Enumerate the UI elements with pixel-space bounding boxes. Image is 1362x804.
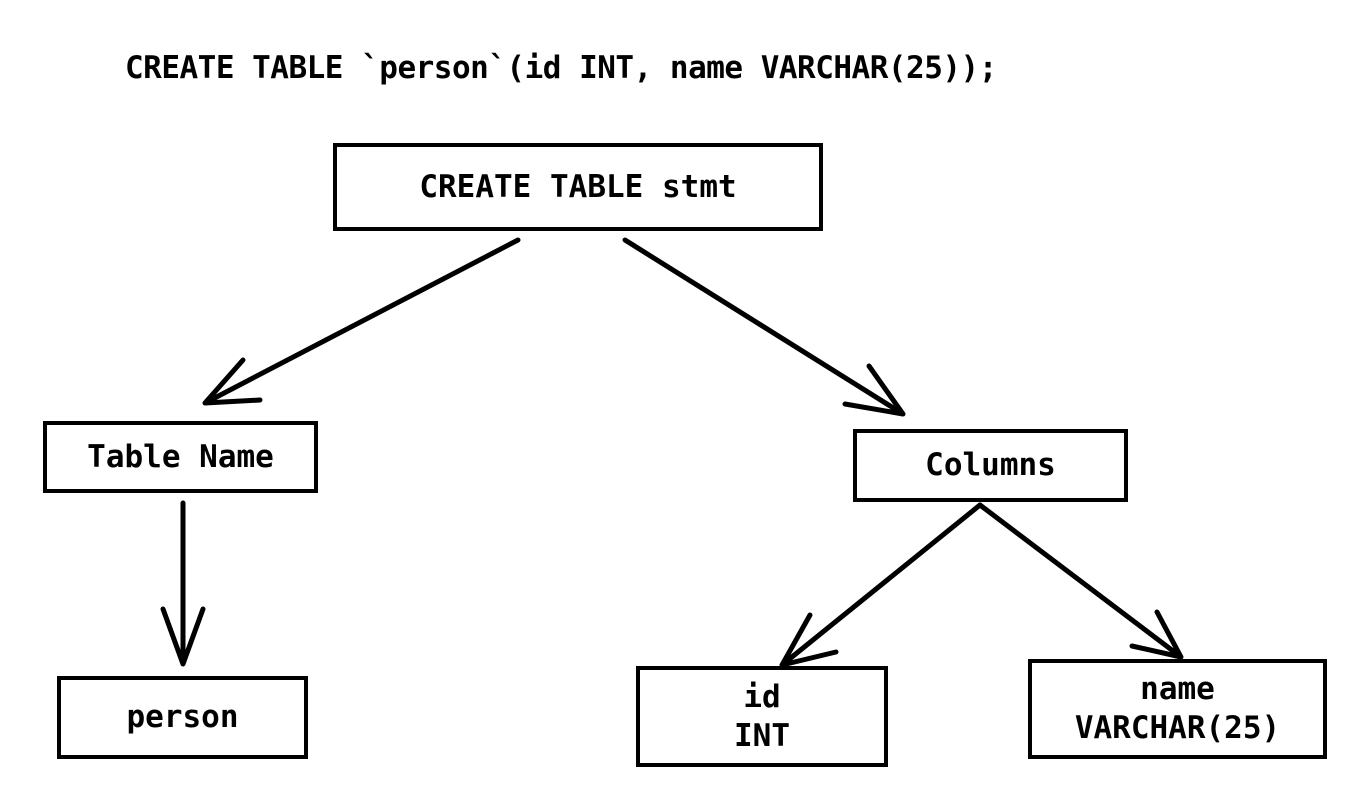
node-id-column-name: id — [743, 678, 781, 715]
sql-statement-text: CREATE TABLE `person`(id INT, name VARCH… — [125, 50, 997, 86]
node-table-name: Table Name — [43, 421, 318, 493]
edge-columns-to-name-arrow — [977, 502, 1184, 660]
edge-table-name-to-person-arrow — [160, 500, 206, 667]
node-create-table-stmt: CREATE TABLE stmt — [333, 143, 823, 231]
node-create-table-stmt-label: CREATE TABLE stmt — [419, 168, 737, 205]
edge-stmt-to-columns-arrow — [622, 237, 906, 417]
edge-columns-to-id-arrow — [779, 502, 983, 668]
node-name-column-type: VARCHAR(25) — [1074, 710, 1281, 746]
node-id-column-type: INT — [734, 717, 790, 754]
node-name-column-name: name — [1140, 671, 1215, 708]
node-person: person — [57, 676, 308, 759]
node-person-label: person — [126, 699, 239, 736]
node-columns-label: Columns — [925, 447, 1056, 484]
edge-stmt-to-table-name-arrow — [202, 237, 521, 406]
node-id-column: id INT — [636, 666, 888, 767]
node-table-name-label: Table Name — [87, 438, 274, 475]
node-name-column: name VARCHAR(25) — [1028, 659, 1327, 759]
node-columns: Columns — [853, 429, 1128, 502]
